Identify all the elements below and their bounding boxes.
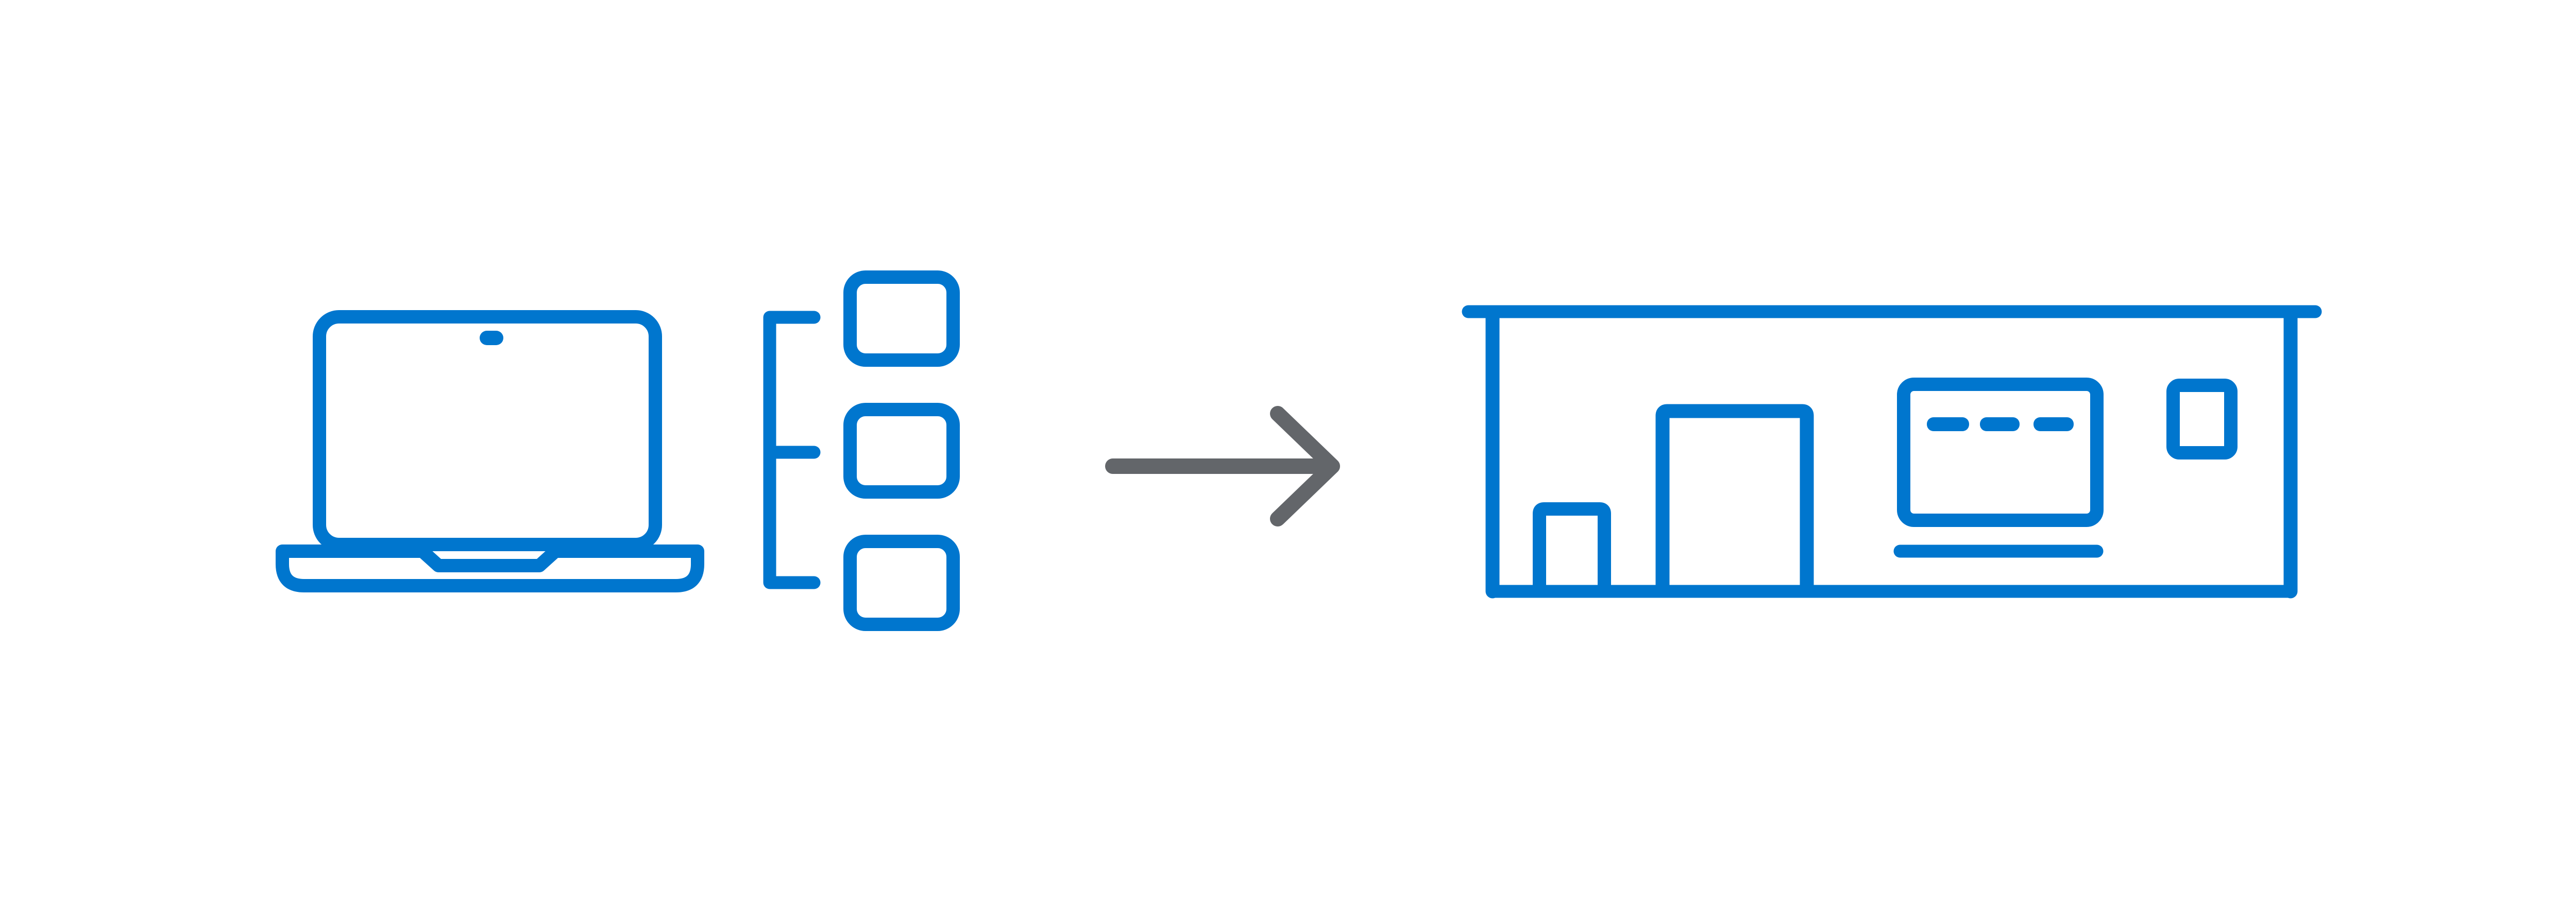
display-panel xyxy=(1897,378,2104,527)
laptop-screen xyxy=(313,310,662,551)
laptop-icon xyxy=(276,310,704,592)
display-dash xyxy=(2033,417,2074,431)
window-square xyxy=(2166,379,2238,460)
building-icon xyxy=(1462,305,2322,599)
laptop-base xyxy=(276,544,704,592)
arrow-head xyxy=(1270,406,1340,526)
door xyxy=(1655,404,1814,593)
tree-node-middle xyxy=(843,403,960,499)
webcam-dot xyxy=(480,331,503,345)
arrow-right-icon xyxy=(1105,406,1340,526)
display-dashes xyxy=(1927,417,2074,431)
small-box xyxy=(1533,502,1611,593)
tree-node-bottom xyxy=(843,535,960,631)
display-dash xyxy=(1927,417,1969,431)
display-dash xyxy=(1980,417,2020,431)
tree-bracket xyxy=(763,311,821,589)
hierarchy-tree-icon xyxy=(763,270,960,631)
tree-node-top xyxy=(843,270,960,367)
